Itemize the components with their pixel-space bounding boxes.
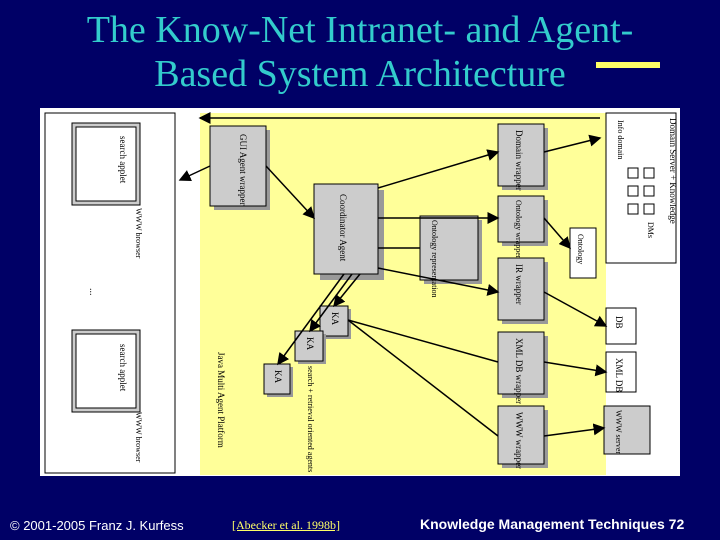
ka-agent-3: KA xyxy=(263,363,293,397)
label-search-applet-top: search applet xyxy=(118,136,128,184)
db-cylinder: DB xyxy=(605,307,637,345)
slide-title: The Know-Net Intranet- and Agent- Based … xyxy=(0,8,720,96)
browser-bottom: search applet WWW browser xyxy=(71,329,143,463)
ontology-wrapper: Ontology wrapper xyxy=(497,195,548,259)
label-ellipsis: ... xyxy=(87,288,98,296)
footer-citation-link[interactable]: [Abecker et al. 1998b] xyxy=(232,518,340,532)
label-search-applet-bottom: search applet xyxy=(118,344,128,392)
label-server-title: Domain Server + Knowledge xyxy=(668,118,678,224)
domain-wrapper: Domain wrapper xyxy=(497,123,548,191)
label-dms: DMs xyxy=(646,222,655,238)
label-www-wrapper: WWW wrapper xyxy=(514,412,524,469)
label-gui-wrapper: GUI Agent wrapper xyxy=(238,134,248,205)
ontology-representation: Ontology representation xyxy=(419,215,482,298)
label-ka-2: KA xyxy=(305,337,315,350)
label-www-browser-top: WWW browser xyxy=(134,208,143,259)
label-ir-wrapper: IR wrapper xyxy=(514,264,524,305)
label-ontology-wrapper: Ontology wrapper xyxy=(514,200,523,259)
ontology-db: Ontology xyxy=(569,227,597,279)
architecture-diagram: search applet WWW browser ... search app… xyxy=(40,108,680,476)
title-accent-bar xyxy=(596,62,660,68)
footer-copyright: © 2001-2005 Franz J. Kurfess xyxy=(10,518,184,533)
connections xyxy=(178,112,608,437)
slide-title-line2: Based System Architecture xyxy=(154,53,566,95)
browser-top: search applet WWW browser xyxy=(71,122,143,259)
label-coordinator: Coordinator Agent xyxy=(338,194,348,262)
label-www-server: WWW server xyxy=(614,410,623,454)
ka-agent-2: KA xyxy=(294,330,326,364)
diagram-canvas: search applet WWW browser ... search app… xyxy=(44,112,678,475)
label-xml-db: XML DB xyxy=(614,358,624,392)
dms-icons: DMs xyxy=(627,167,655,238)
footer-course-name: Knowledge Management Techniques xyxy=(420,516,665,532)
label-domain-wrapper: Domain wrapper xyxy=(514,130,524,191)
label-ka-1: KA xyxy=(330,312,340,325)
page-number: 72 xyxy=(668,516,685,532)
xml-db-cylinder: XML DB xyxy=(605,351,637,393)
www-wrapper: WWW wrapper xyxy=(497,405,548,469)
xml-db-wrapper: XML DB wrapper xyxy=(497,331,548,404)
label-ontology-db: Ontology xyxy=(576,234,585,264)
label-ka-3: KA xyxy=(273,370,283,383)
label-platform: Java Multi Agent Platform xyxy=(216,352,226,448)
label-www-browser-bottom: WWW browser xyxy=(134,412,143,463)
slide-title-line1: The Know-Net Intranet- and Agent- xyxy=(86,9,634,51)
server-frame xyxy=(605,112,677,264)
coordinator-agent: Coordinator Agent xyxy=(313,183,384,280)
label-xml-wrapper: XML DB wrapper xyxy=(514,338,524,404)
gui-agent-wrapper: GUI Agent wrapper xyxy=(209,125,270,210)
label-db: DB xyxy=(614,316,624,329)
www-server: WWW server xyxy=(603,405,651,455)
footer-course: Knowledge Management Techniques 72 xyxy=(420,516,684,532)
ir-wrapper: IR wrapper xyxy=(497,257,548,324)
label-search-agents: search + retrieval oriented agents xyxy=(306,366,315,472)
label-ontology-repr: Ontology representation xyxy=(430,220,439,298)
label-info-domain: Info domain xyxy=(616,120,625,159)
